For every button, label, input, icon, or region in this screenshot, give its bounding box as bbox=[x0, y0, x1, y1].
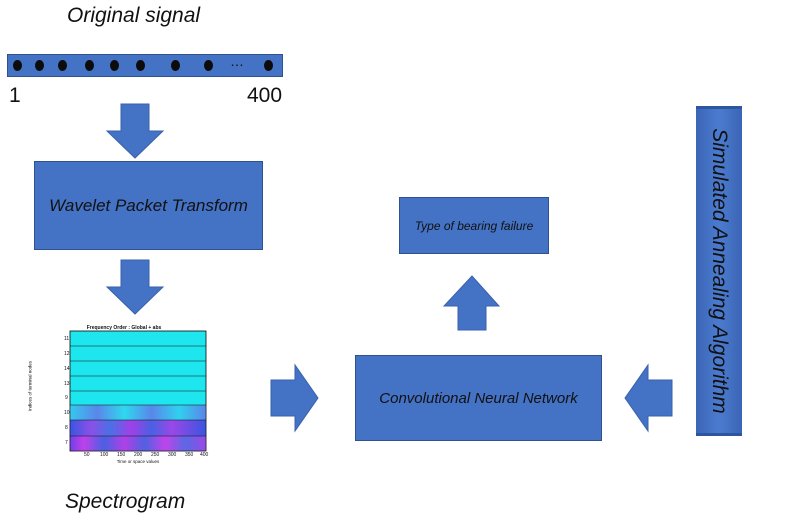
wavelet-packet-transform-label: Wavelet Packet Transform bbox=[49, 195, 248, 215]
sample-dot bbox=[13, 60, 22, 71]
spectrogram-xtick: 300 bbox=[168, 452, 177, 458]
signal-ellipsis: … bbox=[230, 53, 244, 69]
sample-dot bbox=[204, 60, 213, 71]
spectrogram-ytick: 12 bbox=[64, 351, 70, 357]
sample-dot bbox=[171, 60, 180, 71]
bearing-failure-label: Type of bearing failure bbox=[414, 218, 534, 233]
spectrogram-xtick: 100 bbox=[100, 452, 109, 458]
arrow-down-1 bbox=[105, 103, 165, 159]
bearing-failure-box: Type of bearing failure bbox=[399, 197, 549, 254]
arrow-right-1 bbox=[270, 363, 319, 433]
spectrogram-ytick: 9 bbox=[65, 395, 68, 401]
original-signal-label: Original signal bbox=[67, 4, 201, 27]
simulated-annealing-box bbox=[696, 106, 742, 436]
spectrogram-ytick: 7 bbox=[65, 440, 68, 446]
spectrogram-xtick: 400 bbox=[200, 452, 209, 458]
spectrogram-xtick: 200 bbox=[134, 452, 143, 458]
spectrogram-band bbox=[70, 405, 206, 420]
spectrogram-xtick: 250 bbox=[151, 452, 160, 458]
sample-dot bbox=[58, 60, 67, 71]
sample-dot bbox=[264, 60, 273, 71]
spectrogram-xtick: 150 bbox=[117, 452, 126, 458]
spectrogram-ytick: 14 bbox=[64, 366, 70, 372]
spectrogram-title: Frequency Order : Global + abs bbox=[86, 325, 162, 331]
spectrogram-xlabel: Time or space values bbox=[116, 459, 160, 464]
sample-dot bbox=[85, 60, 94, 71]
start-index-label: 1 bbox=[9, 84, 21, 107]
arrow-left-1 bbox=[624, 363, 673, 433]
end-index-label: 400 bbox=[247, 84, 283, 107]
spectrogram-ytick: 8 bbox=[65, 425, 68, 431]
signal-bar: … bbox=[7, 53, 283, 77]
spectrogram-xtick: 350 bbox=[185, 452, 194, 458]
cnn-box: Convolutional Neural Network bbox=[355, 355, 602, 441]
sample-dot bbox=[35, 60, 44, 71]
sample-dot bbox=[136, 60, 145, 71]
spectrogram-xtick: 50 bbox=[84, 452, 90, 458]
spectrogram-ytick: 11 bbox=[64, 336, 70, 342]
sample-dot bbox=[110, 60, 119, 71]
arrow-down-2 bbox=[105, 259, 165, 315]
spectrogram-ytick: 10 bbox=[64, 410, 70, 416]
cnn-label: Convolutional Neural Network bbox=[379, 389, 578, 407]
spectrogram-band bbox=[70, 420, 206, 436]
spectrogram-label: Spectrogram bbox=[65, 490, 186, 513]
spectrogram-band bbox=[70, 436, 206, 451]
wavelet-packet-transform-box: Wavelet Packet Transform bbox=[34, 161, 263, 250]
arrow-up-1 bbox=[442, 275, 501, 331]
spectrogram-ytick: 13 bbox=[64, 381, 70, 387]
